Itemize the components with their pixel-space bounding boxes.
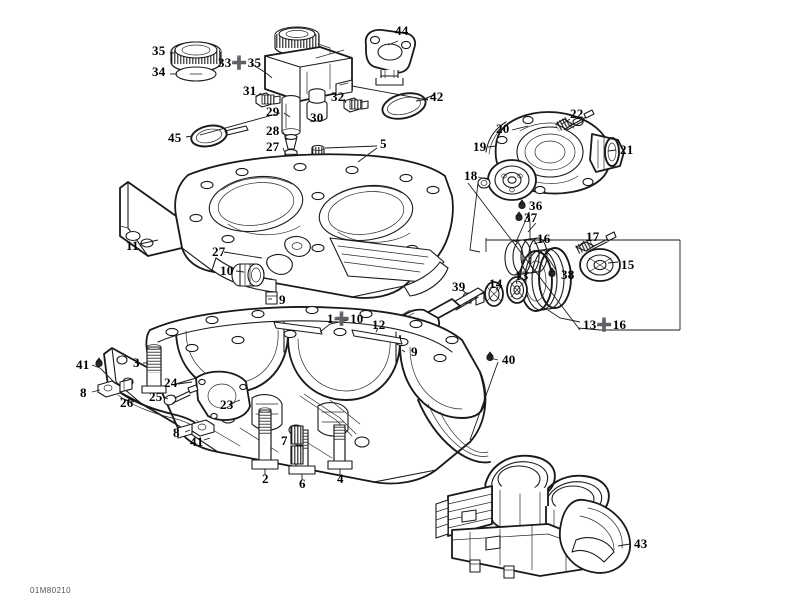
callout-37: 37 [524, 210, 538, 225]
callout-18: 18 [464, 168, 478, 183]
callout-9b: 9 [411, 344, 418, 359]
callout-25: 25 [149, 389, 163, 404]
callout-8a: 8 [80, 385, 87, 400]
callout-9a: 9 [279, 292, 286, 307]
callout-27a: 27 [266, 139, 280, 154]
fastener-marker-37 [515, 211, 523, 221]
part-24-cover [175, 377, 197, 385]
callout-28: 28 [266, 123, 280, 138]
callout-22: 22 [570, 106, 584, 121]
callout-29: 29 [266, 104, 280, 119]
callout-8b: 8 [173, 425, 180, 440]
callout-35a: 35 [152, 43, 166, 58]
callout-12: 12 [372, 317, 386, 332]
callout-1-10: 1➕10 [327, 311, 364, 326]
callout-41a: 41 [76, 357, 90, 372]
part-44-support-bracket [364, 29, 417, 86]
callout-27b: 27 [212, 244, 226, 259]
callout-33-35: 33➕35 [218, 55, 262, 70]
part-17-bolt [575, 231, 617, 255]
part-2-bolt [251, 407, 279, 470]
callout-45: 45 [168, 130, 182, 145]
part-32-fitting [343, 97, 369, 113]
callout-2: 2 [262, 471, 269, 486]
part-14-snap-ring [475, 281, 504, 307]
part-42-ring [381, 92, 435, 120]
callout-24: 24 [164, 375, 178, 390]
part-33-oil-reservoir [264, 26, 353, 102]
diagram-footer-code: 01M80210 [30, 586, 72, 595]
part-19-gasket [485, 121, 509, 155]
callout-44: 44 [395, 23, 409, 38]
callout-3: 3 [133, 355, 140, 370]
callout-41b: 41 [190, 434, 204, 449]
callout-11: 11 [126, 238, 139, 253]
callout-26: 26 [120, 395, 134, 410]
part-15-washer [579, 248, 621, 282]
callout-13a: 13 [515, 268, 529, 283]
callout-32: 32 [331, 89, 345, 104]
part-9-dowel-a [265, 291, 278, 305]
callout-14: 14 [489, 276, 503, 291]
part-18-pulley [477, 159, 537, 201]
part-30-cup [306, 88, 328, 122]
leader-lines [91, 40, 681, 547]
callout-16: 16 [537, 231, 551, 246]
part-1-crankcase-lower [103, 305, 491, 485]
callout-23: 23 [220, 397, 234, 412]
part-13-bearing-small [506, 276, 528, 304]
callout-36: 36 [529, 198, 543, 213]
part-29-oil-pump-body [281, 95, 301, 136]
part-22-bolt [554, 109, 595, 132]
callout-5: 5 [380, 136, 387, 151]
callout-42: 42 [430, 89, 444, 104]
part-43-cylinder-block [435, 454, 631, 579]
callout-10a: 10 [220, 263, 234, 278]
part-34-gasket [175, 66, 217, 82]
part-3-stud [141, 344, 167, 394]
part-10-bearing [231, 263, 265, 287]
callout-38: 38 [561, 267, 575, 282]
part-8-banjo-b [177, 419, 215, 439]
callout-7: 7 [281, 433, 288, 448]
part-45-hose-clamp [190, 124, 249, 148]
fastener-marker-36 [518, 199, 526, 209]
callout-4: 4 [337, 471, 344, 486]
callout-30: 30 [310, 110, 324, 125]
part-31-fitting [255, 92, 281, 108]
part-23-cover-plate [195, 370, 251, 421]
callout-17: 17 [586, 229, 600, 244]
callout-21: 21 [620, 142, 634, 157]
callout-13-16: 13➕16 [583, 317, 627, 332]
part-7-dowel-pins [290, 425, 304, 465]
callout-20: 20 [496, 121, 510, 136]
callout-15: 15 [621, 257, 635, 272]
part-4-bolt [327, 424, 353, 470]
callout-39: 39 [452, 279, 466, 294]
fastener-marker-41a [95, 357, 103, 367]
callout-34: 34 [152, 64, 166, 79]
part-8-banjo-a [97, 378, 133, 398]
callout-40: 40 [502, 352, 516, 367]
part-25-screw [163, 384, 199, 406]
callout-19: 19 [473, 139, 487, 154]
callout-43: 43 [634, 536, 648, 551]
callout-31: 31 [243, 83, 257, 98]
part-11-crankcase-upper [119, 153, 454, 299]
callout-6: 6 [299, 476, 306, 491]
fastener-marker-40 [486, 351, 494, 361]
part-28-coupling [284, 134, 298, 150]
